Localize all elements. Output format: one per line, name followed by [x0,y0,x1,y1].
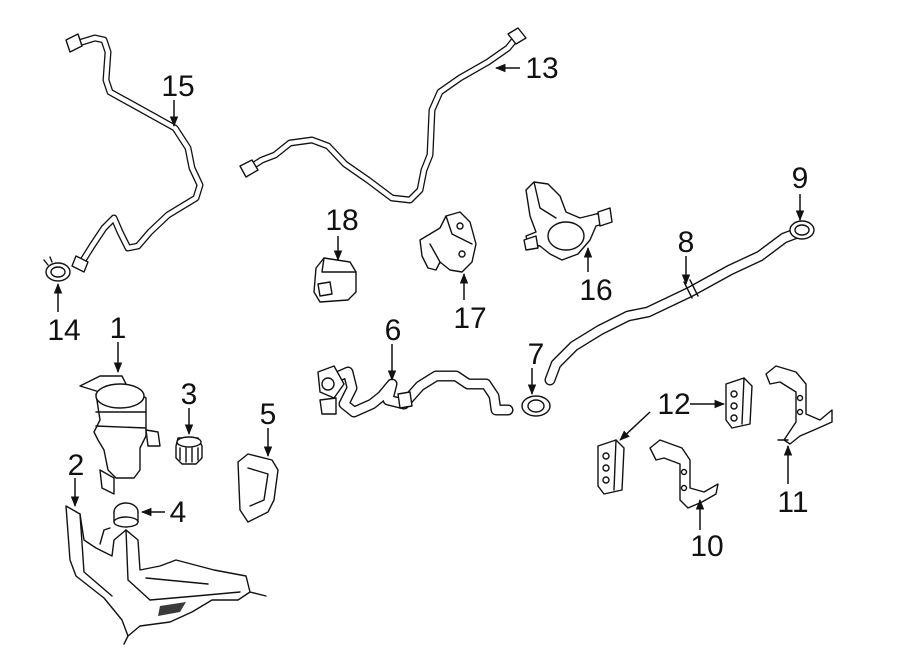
callout-8: 8 [678,226,695,259]
vacuum-line-13 [239,27,527,204]
callout-13: 13 [525,52,558,85]
callout-15: 15 [161,70,194,103]
connector-12b [725,377,753,429]
callout-4: 4 [170,496,187,529]
callout-2: 2 [68,449,85,482]
sensor-module-18 [313,257,357,303]
mounting-bracket-2 [65,505,267,645]
hose-clamp-9 [789,220,815,240]
cover-5 [237,453,279,523]
vacuum-valve-16 [523,181,613,261]
leader-lines [53,63,805,530]
callout-6: 6 [385,314,402,347]
callout-9: 9 [792,162,809,195]
callout-17: 17 [453,302,486,335]
connector-12a [597,439,625,495]
callout-3: 3 [181,378,198,411]
callout-7: 7 [528,338,545,371]
hose-clamp-14 [43,256,71,282]
callout-14: 14 [47,314,80,347]
callout-5: 5 [260,398,277,431]
callout-18: 18 [325,204,358,237]
callout-16: 16 [579,274,612,307]
hose-clamp-7 [521,395,551,417]
callout-11: 11 [777,486,808,519]
solenoid-valve-17 [419,211,477,273]
bracket-11 [765,365,833,445]
callout-10: 10 [690,530,723,563]
vacuum-line-15 [65,33,204,273]
grommet-4 [113,502,139,528]
vacuum-hose-6 [317,365,514,418]
callout-1: 1 [110,312,127,345]
cap-3 [175,436,203,465]
bracket-10 [649,439,719,509]
callout-12: 12 [657,388,690,421]
vacuum-pump-1 [79,375,161,495]
